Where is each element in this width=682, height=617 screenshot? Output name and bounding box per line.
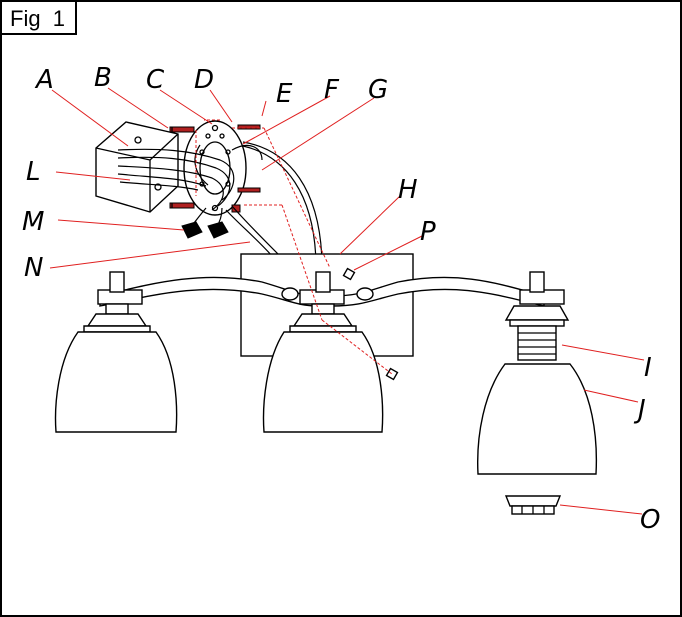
nut-part xyxy=(342,267,356,281)
label-p: P xyxy=(420,217,436,247)
nut-part-2 xyxy=(385,367,399,381)
leader-lines xyxy=(49,87,645,515)
label-a: A xyxy=(34,65,54,95)
fixture-wire-2 xyxy=(231,205,281,257)
label-f: F xyxy=(324,75,340,105)
lamp-left xyxy=(54,303,178,433)
label-b: B xyxy=(94,63,112,93)
wire-connector-left xyxy=(181,221,203,239)
lamp-center xyxy=(262,303,384,433)
label-d: D xyxy=(194,65,214,95)
label-g: G xyxy=(368,75,388,105)
nipple-screws xyxy=(231,124,261,213)
figure-title: Fig 1 xyxy=(10,6,65,31)
label-m: M xyxy=(22,207,44,237)
label-e: E xyxy=(276,79,293,109)
ground-wire xyxy=(242,141,323,263)
wire-connectors xyxy=(181,207,229,239)
mounting-screws xyxy=(169,126,195,209)
socket-right xyxy=(504,305,570,361)
wire-connector-right xyxy=(207,221,229,239)
label-n: N xyxy=(24,253,43,283)
glass-shade-right xyxy=(477,363,598,475)
label-o: O xyxy=(640,505,660,535)
label-i: I xyxy=(644,353,652,383)
fixture-arms xyxy=(97,276,565,307)
label-l: L xyxy=(26,157,41,187)
label-j: J xyxy=(633,395,646,425)
ground-wire-2 xyxy=(242,145,317,263)
label-c: C xyxy=(146,65,165,95)
shade-ring xyxy=(504,495,562,515)
fixture-wire xyxy=(225,209,273,257)
label-h: H xyxy=(398,175,418,205)
figure-title-box xyxy=(0,0,77,35)
threaded-rods xyxy=(109,271,545,293)
